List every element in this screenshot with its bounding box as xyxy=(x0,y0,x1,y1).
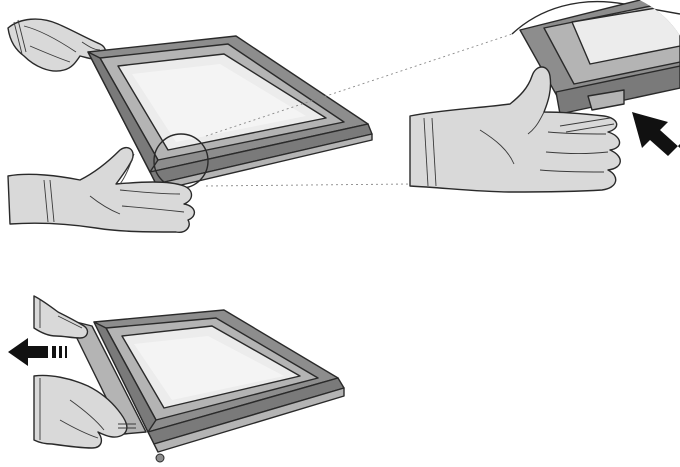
glass-door-frame xyxy=(88,36,372,190)
lift-door-panel xyxy=(8,19,372,232)
top-left-gloved-hand xyxy=(8,19,106,71)
detail-zoom-panel xyxy=(410,0,680,192)
pull-arrow xyxy=(8,338,67,366)
press-arrow xyxy=(632,112,680,156)
bottom-top-gloved-hand xyxy=(34,296,87,338)
slide-out-panel xyxy=(8,296,344,462)
glass-door-frame-bottom xyxy=(68,310,344,462)
